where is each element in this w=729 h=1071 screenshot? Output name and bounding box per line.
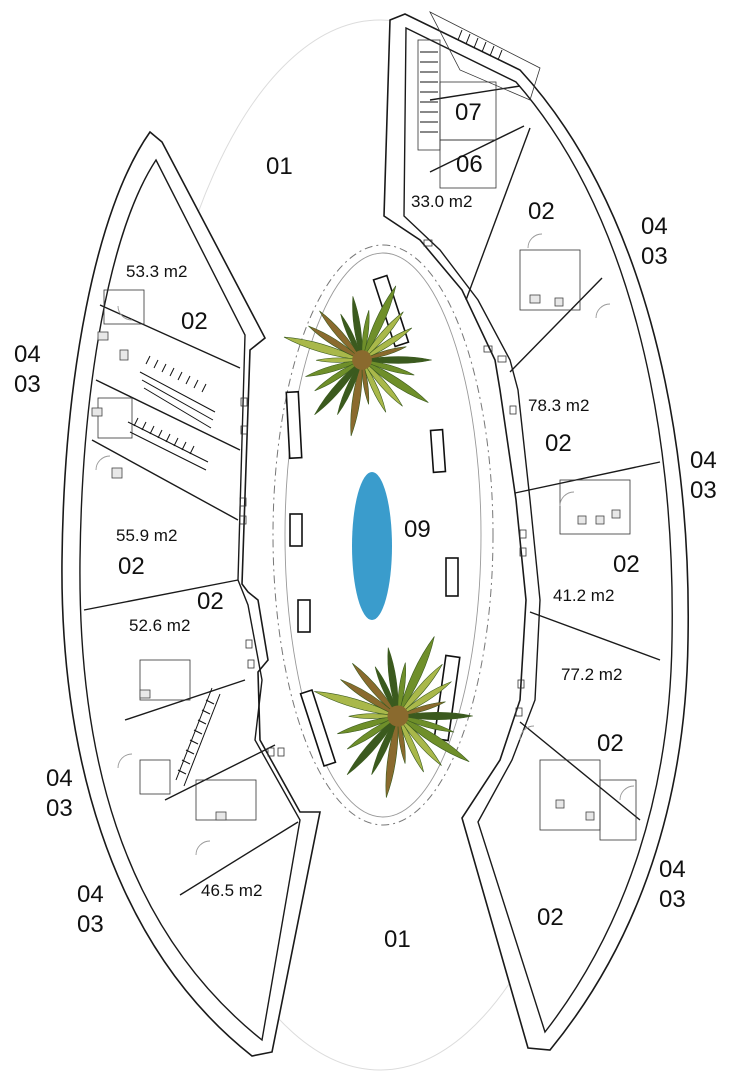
zone-02-l2: 02 bbox=[118, 553, 145, 580]
palm-tree-top bbox=[283, 285, 432, 437]
palm-frond bbox=[361, 311, 404, 361]
zone-02-r5: 02 bbox=[537, 904, 564, 931]
zone-01-top: 01 bbox=[266, 153, 293, 180]
area-77-2: 77.2 m2 bbox=[561, 665, 623, 684]
palm-frond bbox=[387, 647, 399, 717]
right-wing bbox=[383, 11, 690, 1051]
zone-0403-right-bottom: 04 03 bbox=[659, 856, 686, 913]
palm-frond bbox=[352, 663, 399, 717]
right-bathrooms bbox=[519, 233, 637, 841]
palm-frond bbox=[397, 715, 442, 766]
palm-frond bbox=[361, 285, 397, 361]
palm-frond bbox=[348, 713, 399, 719]
palm-frond bbox=[337, 715, 399, 735]
zone-02-r4: 02 bbox=[597, 730, 624, 757]
palm-trunk-top bbox=[387, 705, 409, 727]
zone-02-l1: 02 bbox=[181, 308, 208, 335]
palm-frond bbox=[361, 359, 415, 376]
zone-0403-left-mid: 04 03 bbox=[46, 765, 73, 822]
palm-frond bbox=[361, 327, 413, 361]
palm-frond bbox=[374, 666, 399, 717]
palm-frond bbox=[361, 359, 370, 405]
palm-frond bbox=[319, 310, 363, 361]
palm-frond bbox=[340, 679, 399, 717]
palm-frond bbox=[397, 715, 424, 773]
palm-frond bbox=[397, 715, 406, 764]
palm-frond bbox=[361, 359, 403, 407]
palm-frond bbox=[397, 636, 435, 717]
left-windows bbox=[239, 397, 285, 757]
palm-frond bbox=[397, 663, 443, 717]
left-wing bbox=[61, 130, 321, 1057]
zone-06: 06 bbox=[456, 151, 483, 178]
stair-left-upper bbox=[127, 355, 216, 471]
palm-frond bbox=[361, 356, 432, 364]
palm-frond bbox=[361, 359, 387, 413]
palm-frond bbox=[361, 359, 429, 403]
palm-frond bbox=[315, 357, 363, 363]
zone-02-r2: 02 bbox=[545, 430, 572, 457]
palm-frond bbox=[397, 662, 406, 717]
zone-09: 09 bbox=[404, 516, 431, 543]
courtyard bbox=[272, 244, 494, 826]
area-41-2: 41.2 m2 bbox=[553, 586, 615, 605]
area-33-0: 33.0 m2 bbox=[411, 192, 473, 211]
palm-frond bbox=[346, 715, 399, 775]
palm-frond bbox=[350, 359, 363, 437]
palm-frond bbox=[397, 715, 455, 733]
palm-frond bbox=[397, 712, 473, 720]
palm-frond bbox=[346, 715, 399, 750]
palm-frond bbox=[314, 359, 363, 392]
area-78-3: 78.3 m2 bbox=[528, 396, 590, 415]
zone-02-r1: 02 bbox=[528, 198, 555, 225]
palm-frond bbox=[361, 310, 370, 361]
palm-frond bbox=[352, 296, 363, 361]
palm-frond bbox=[283, 336, 363, 361]
left-bathrooms bbox=[91, 289, 257, 856]
palm-frond bbox=[397, 715, 470, 763]
zone-0403-left-bottom: 04 03 bbox=[77, 881, 104, 938]
area-53-3: 53.3 m2 bbox=[126, 262, 188, 281]
zone-0403-left-top: 04 03 bbox=[14, 341, 41, 398]
palm-tree-bottom bbox=[314, 636, 473, 798]
palm-frond bbox=[397, 681, 452, 717]
area-46-5: 46.5 m2 bbox=[201, 881, 263, 900]
palm-frond bbox=[361, 346, 407, 361]
right-windows bbox=[423, 239, 527, 717]
area-55-9: 55.9 m2 bbox=[116, 526, 178, 545]
palm-frond bbox=[308, 325, 363, 361]
area-52-6: 52.6 m2 bbox=[129, 616, 191, 635]
palm-trunk-top bbox=[352, 350, 372, 370]
palm-frond bbox=[314, 359, 363, 415]
palm-frond bbox=[397, 701, 446, 717]
stair-left-lower bbox=[175, 687, 221, 787]
zone-0403-right-top: 04 03 bbox=[641, 213, 668, 270]
zone-01-bottom: 01 bbox=[384, 926, 411, 953]
stair-right-top bbox=[417, 11, 541, 151]
palm-frond bbox=[340, 313, 363, 361]
pool bbox=[352, 472, 392, 620]
zone-02-l3: 02 bbox=[197, 588, 224, 615]
zone-02-r3: 02 bbox=[613, 551, 640, 578]
zone-0403-right-mid: 04 03 bbox=[690, 447, 717, 504]
palm-frond bbox=[337, 359, 363, 415]
palm-frond bbox=[385, 715, 399, 798]
zone-07: 07 bbox=[455, 99, 482, 126]
palm-frond bbox=[371, 715, 399, 775]
palm-frond bbox=[314, 691, 399, 717]
palm-frond bbox=[305, 359, 363, 377]
